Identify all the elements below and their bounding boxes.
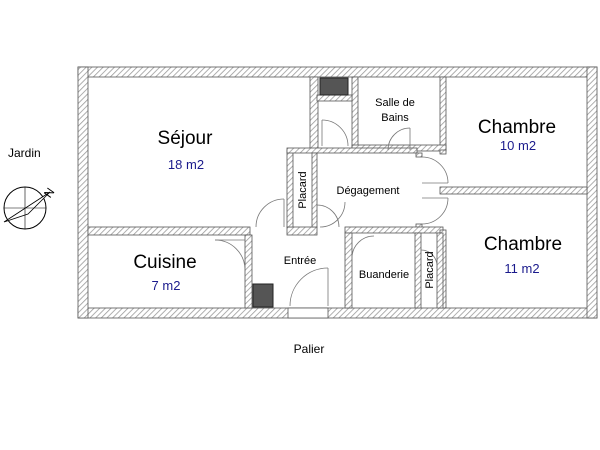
room-name-buanderie: Buanderie <box>359 269 409 281</box>
room-name-chambre-2: Chambre <box>484 234 562 255</box>
room-name-salle-de-bains-line2: Bains <box>381 112 409 124</box>
label-palier: Palier <box>294 342 325 356</box>
room-area-chambre-1: 10 m2 <box>500 138 536 153</box>
threshold <box>287 307 329 319</box>
room-name-cuisine: Cuisine <box>133 252 196 273</box>
duct-top <box>319 77 349 96</box>
label-jardin: Jardin <box>8 146 41 160</box>
room-name-degagement: Dégagement <box>337 185 400 197</box>
room-area-cuisine: 7 m2 <box>152 278 181 293</box>
room-name-salle-de-bains-line1: Salle de <box>375 97 415 109</box>
room-area-chambre-2: 11 m2 <box>504 261 539 276</box>
room-area-sejour: 18 m2 <box>168 157 204 172</box>
room-name-placard-2: Placard <box>424 251 436 288</box>
room-name-entree: Entrée <box>284 255 316 267</box>
duct-entry <box>252 283 274 308</box>
room-name-placard-1: Placard <box>297 171 309 208</box>
door-swings <box>214 119 449 307</box>
room-name-chambre-1: Chambre <box>478 117 556 138</box>
compass-icon <box>3 186 51 230</box>
interior-walls <box>87 76 588 309</box>
room-name-sejour: Séjour <box>158 128 214 149</box>
